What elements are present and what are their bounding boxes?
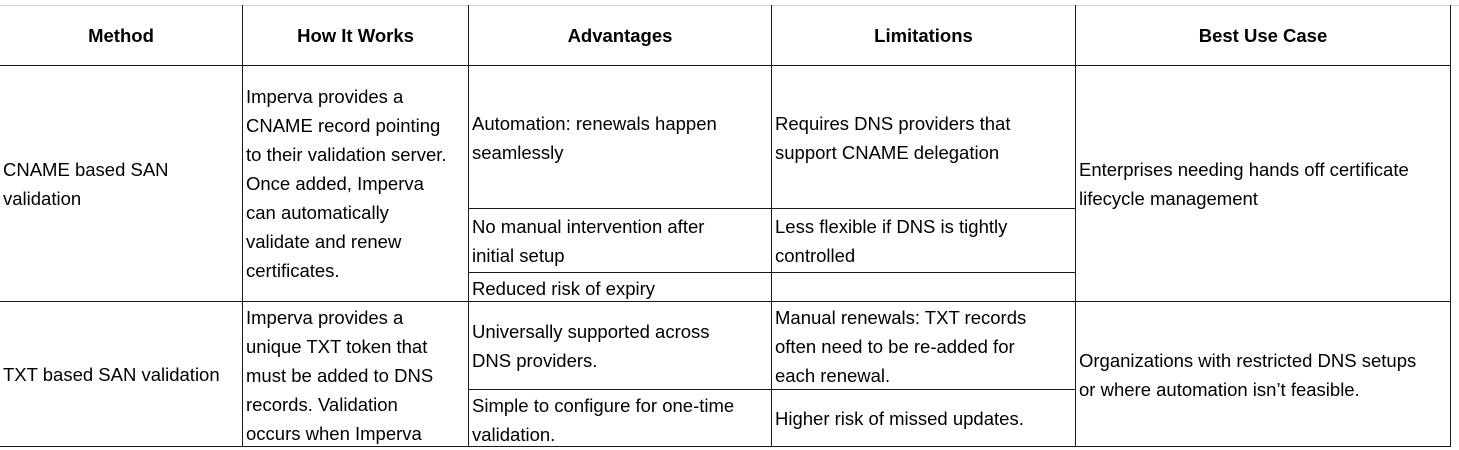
cell-line: unique TXT token that <box>246 336 428 357</box>
cell-line: Imperva provides a <box>246 86 404 107</box>
col-border <box>468 5 469 447</box>
cell-line: must be added to DNS <box>246 365 434 386</box>
cell-line: Enterprises needing hands off certificat… <box>1079 159 1409 180</box>
header-best-use-case: Best Use Case <box>1198 25 1328 46</box>
cell-best-use-case: Enterprises needing hands off certificat… <box>1079 155 1409 213</box>
cell-how-it-works: Imperva provides a unique TXT token that… <box>246 303 433 448</box>
cell-line: Less flexible if DNS is tightly <box>775 216 1008 237</box>
cell-line: CNAME based SAN <box>3 159 169 180</box>
row-border <box>469 272 1076 273</box>
cell-line: CNAME record pointing <box>246 115 441 136</box>
cell-line: records. Validation <box>246 394 398 415</box>
cell-line: controlled <box>775 245 856 266</box>
col-border <box>242 5 243 447</box>
cell-limitation: Less flexible if DNS is tightly controll… <box>775 212 1007 270</box>
cell-how-it-works: Imperva provides a CNAME record pointing… <box>246 82 447 285</box>
cell-best-use-case: Organizations with restricted DNS setups… <box>1079 346 1416 404</box>
cell-advantage: Reduced risk of expiry <box>472 274 655 303</box>
row-border <box>0 65 1451 66</box>
row-border <box>469 208 1076 209</box>
cell-line: Once added, Imperva <box>246 173 424 194</box>
cell-line: validation <box>3 188 82 209</box>
cell-line: lifecycle management <box>1079 188 1258 209</box>
header-method: Method <box>88 25 154 46</box>
gridline <box>0 5 1459 6</box>
cell-line: No manual intervention after <box>472 216 705 237</box>
cell-line: Simple to configure for one-time <box>472 395 735 416</box>
cell-line: validate and renew <box>246 231 402 252</box>
cell-line: to their validation server. <box>246 144 447 165</box>
cell-line: can automatically <box>246 202 389 223</box>
cell-line: validation. <box>472 424 556 445</box>
cell-method: CNAME based SAN validation <box>3 155 169 213</box>
cell-line: Manual renewals: TXT records <box>775 307 1027 328</box>
col-border <box>771 5 772 447</box>
cell-line: initial setup <box>472 245 565 266</box>
row-border <box>0 446 1451 447</box>
cell-line: or where automation isn’t feasible. <box>1079 379 1360 400</box>
cell-line: certificates. <box>246 260 340 281</box>
cell-advantage: Automation: renewals happen seamlessly <box>472 109 717 167</box>
col-border <box>1450 5 1451 447</box>
cell-line: DNS providers. <box>472 350 598 371</box>
cell-advantage: Universally supported across DNS provide… <box>472 317 710 375</box>
cell-limitation: Higher risk of missed updates. <box>775 404 1024 433</box>
cell-line: seamlessly <box>472 142 564 163</box>
col-border <box>1075 5 1076 447</box>
header-how-it-works: How It Works <box>297 25 414 46</box>
header-advantages: Advantages <box>567 25 673 46</box>
cell-line: often need to be re-added for <box>775 336 1015 357</box>
cell-line: Reduced risk of expiry <box>472 278 656 299</box>
header-limitations: Limitations <box>874 25 973 46</box>
cell-line: occurs when Imperva <box>246 423 422 444</box>
cell-line: TXT based SAN validation <box>3 364 220 385</box>
cell-limitation: Requires DNS providers that support CNAM… <box>775 109 1010 167</box>
row-border <box>469 389 1076 390</box>
cell-line: Higher risk of missed updates. <box>775 408 1024 429</box>
cell-advantage: Simple to configure for one-time validat… <box>472 391 734 449</box>
cell-line: Imperva provides a <box>246 307 404 328</box>
cell-limitation: Manual renewals: TXT records often need … <box>775 303 1026 390</box>
cell-line: Universally supported across <box>472 321 710 342</box>
row-border <box>0 301 1451 302</box>
cell-line: Requires DNS providers that <box>775 113 1011 134</box>
cell-method: TXT based SAN validation <box>3 360 220 389</box>
cell-line: each renewal. <box>775 365 891 386</box>
cell-line: Organizations with restricted DNS setups <box>1079 350 1417 371</box>
cell-line: Automation: renewals happen <box>472 113 717 134</box>
cell-advantage: No manual intervention after initial set… <box>472 212 704 270</box>
cell-line: support CNAME delegation <box>775 142 1000 163</box>
